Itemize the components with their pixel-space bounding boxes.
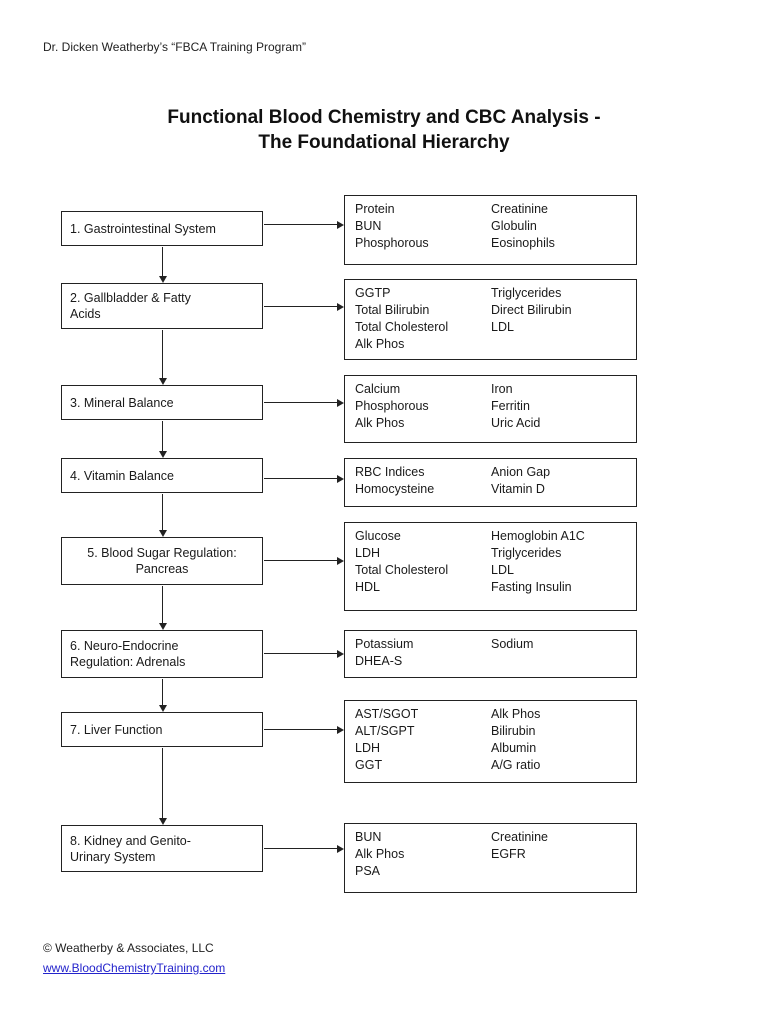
system-box-8-label: 8. Kidney and Genito- Urinary System — [70, 833, 191, 864]
system-box-3-label: 3. Mineral Balance — [70, 395, 174, 410]
connector-arrow-right-2-icon — [264, 302, 344, 311]
system-box-1: 1. Gastrointestinal System — [61, 211, 263, 246]
footer-copyright: © Weatherby & Associates, LLC — [43, 941, 214, 955]
document-header: Dr. Dicken Weatherby’s “FBCA Training Pr… — [43, 40, 306, 54]
system-box-1-label: 1. Gastrointestinal System — [70, 221, 216, 236]
connector-arrow-down-4-icon — [158, 494, 167, 537]
page-title-line2: The Foundational Hierarchy — [258, 132, 510, 153]
system-box-2: 2. Gallbladder & Fatty Acids — [61, 283, 263, 329]
system-box-6: 6. Neuro-Endocrine Regulation: Adrenals — [61, 630, 263, 678]
system-box-6-label: 6. Neuro-Endocrine Regulation: Adrenals — [70, 639, 186, 669]
tests-box-6-col2: Sodium — [491, 637, 534, 651]
system-box-2-label: 2. Gallbladder & Fatty Acids — [70, 291, 191, 321]
system-box-3: 3. Mineral Balance — [61, 385, 263, 420]
system-box-7: 7. Liver Function — [61, 712, 263, 747]
connector-arrow-right-1-icon — [264, 220, 344, 229]
page-title: Functional Blood Chemistry and CBC Analy… — [0, 105, 768, 155]
connector-arrow-down-3-icon — [158, 421, 167, 458]
system-box-5-label: 5. Blood Sugar Regulation: Pancreas — [87, 546, 237, 576]
system-box-4: 4. Vitamin Balance — [61, 458, 263, 493]
connector-arrow-down-7-icon — [158, 748, 167, 825]
connector-arrow-right-4-icon — [264, 474, 344, 483]
system-box-5: 5. Blood Sugar Regulation: Pancreas — [61, 537, 263, 585]
system-box-7-label: 7. Liver Function — [70, 722, 163, 737]
connector-arrow-right-3-icon — [264, 398, 344, 407]
connector-arrow-down-6-icon — [158, 679, 167, 712]
connector-arrow-right-6-icon — [264, 649, 344, 658]
connector-arrow-right-5-icon — [264, 556, 344, 565]
connector-arrow-right-8-icon — [264, 844, 344, 853]
system-box-4-label: 4. Vitamin Balance — [70, 468, 174, 483]
connector-arrow-down-2-icon — [158, 330, 167, 385]
connector-arrow-down-5-icon — [158, 586, 167, 630]
connector-arrow-right-7-icon — [264, 725, 344, 734]
footer-link[interactable]: www.BloodChemistryTraining.com — [43, 961, 226, 975]
system-box-8: 8. Kidney and Genito- Urinary System — [61, 825, 263, 872]
page-title-line1: Functional Blood Chemistry and CBC Analy… — [167, 107, 601, 128]
connector-arrow-down-1-icon — [158, 247, 167, 283]
